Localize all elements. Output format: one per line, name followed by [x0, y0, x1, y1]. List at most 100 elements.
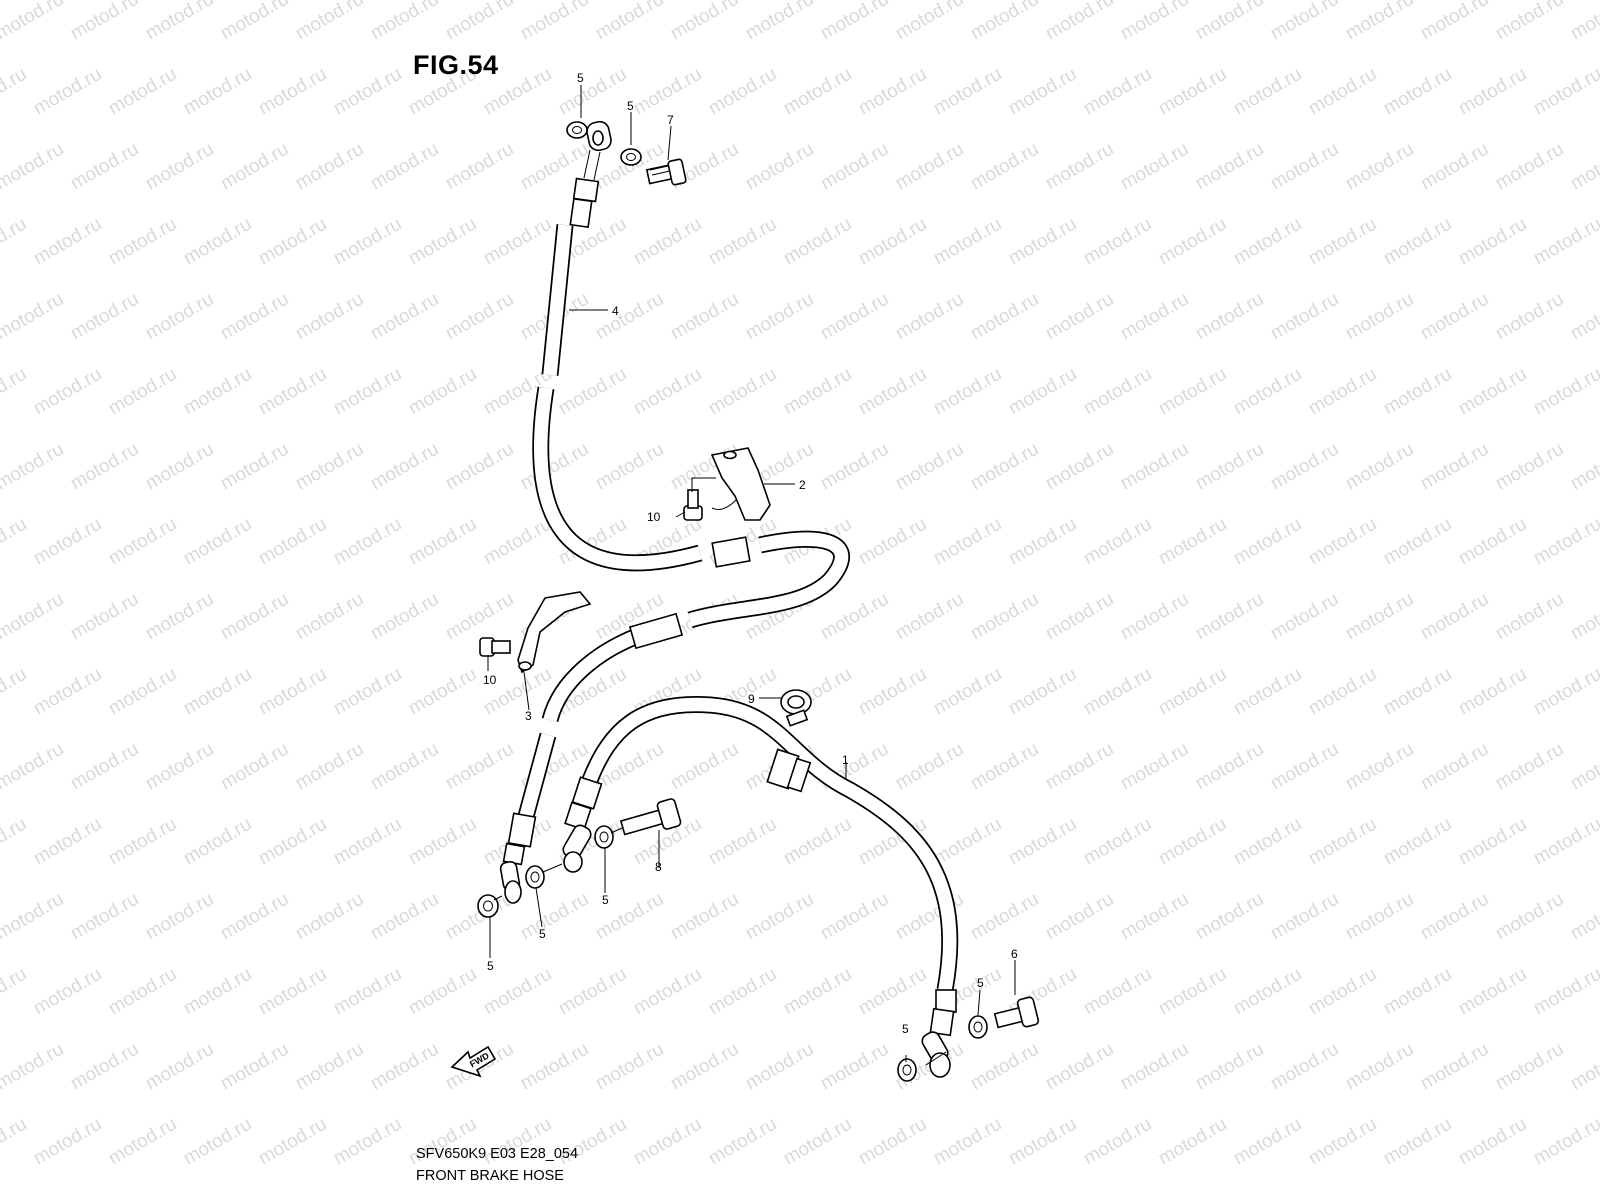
watermark-text: motod.ru — [1305, 514, 1380, 570]
watermark-text: motod.ru — [1567, 739, 1600, 795]
watermark-text: motod.ru — [1380, 814, 1455, 870]
callout-hose-upper: 4 — [612, 304, 619, 318]
watermark-text: motod.ru — [105, 814, 180, 870]
watermark-text: motod.ru — [1305, 214, 1380, 270]
watermark-text: motod.ru — [255, 964, 330, 1020]
watermark-text: motod.ru — [1042, 1039, 1117, 1095]
watermark-text: motod.ru — [930, 214, 1005, 270]
watermark-text: motod.ru — [1305, 814, 1380, 870]
watermark-text: motod.ru — [1380, 364, 1455, 420]
watermark-text: motod.ru — [930, 664, 1005, 720]
watermark-text: motod.ru — [1455, 1114, 1530, 1170]
watermark-text: motod.ru — [30, 964, 105, 1020]
watermark-text: motod.ru — [817, 289, 892, 345]
watermark-text: motod.ru — [292, 589, 367, 645]
watermark-text: motod.ru — [1192, 139, 1267, 195]
watermark-text: motod.ru — [892, 289, 967, 345]
watermark-text: motod.ru — [292, 289, 367, 345]
watermark-text: motod.ru — [442, 739, 517, 795]
watermark-text: motod.ru — [1230, 214, 1305, 270]
watermark-text: motod.ru — [1117, 739, 1192, 795]
watermark-text: motod.ru — [1492, 289, 1567, 345]
watermark-text: motod.ru — [1080, 1114, 1155, 1170]
watermark-text: motod.ru — [855, 214, 930, 270]
watermark-text: motod.ru — [1417, 1039, 1492, 1095]
watermark-text: motod.ru — [630, 364, 705, 420]
watermark-text: motod.ru — [217, 0, 292, 44]
watermark-text: motod.ru — [1305, 964, 1380, 1020]
watermark-text: motod.ru — [1380, 514, 1455, 570]
watermark-text: motod.ru — [1455, 64, 1530, 120]
watermark-text: motod.ru — [1417, 289, 1492, 345]
watermark-text: motod.ru — [255, 364, 330, 420]
watermark-text: motod.ru — [855, 514, 930, 570]
watermark-text: motod.ru — [330, 64, 405, 120]
watermark-text: motod.ru — [930, 364, 1005, 420]
watermark-text: motod.ru — [1192, 439, 1267, 495]
watermark-text: motod.ru — [967, 589, 1042, 645]
watermark-text: motod.ru — [1230, 814, 1305, 870]
watermark-text: motod.ru — [180, 814, 255, 870]
callout-bolt-bracket-right: 10 — [647, 510, 661, 524]
watermark-text: motod.ru — [817, 889, 892, 945]
watermark-text: motod.ru — [555, 964, 630, 1020]
watermark-text: motod.ru — [405, 364, 480, 420]
watermark-text: motod.ru — [630, 64, 705, 120]
watermark-text: motod.ru — [592, 439, 667, 495]
watermark-text: motod.ru — [0, 739, 67, 795]
watermark-text: motod.ru — [1230, 514, 1305, 570]
watermark-text: motod.ru — [142, 439, 217, 495]
watermark-text: motod.ru — [405, 964, 480, 1020]
watermark-text: motod.ru — [30, 364, 105, 420]
watermark-text: motod.ru — [1117, 289, 1192, 345]
watermark-text: motod.ru — [667, 1039, 742, 1095]
watermark-text: motod.ru — [667, 0, 742, 44]
watermark-text: motod.ru — [967, 739, 1042, 795]
watermark-text: motod.ru — [0, 814, 30, 870]
watermark-text: motod.ru — [30, 814, 105, 870]
callout-bracket-left: 3 — [525, 709, 532, 723]
watermark-text: motod.ru — [367, 589, 442, 645]
watermark-text: motod.ru — [30, 214, 105, 270]
watermark-text: motod.ru — [555, 364, 630, 420]
watermark-text: motod.ru — [1117, 889, 1192, 945]
watermark-text: motod.ru — [1005, 814, 1080, 870]
watermark-text: motod.ru — [217, 739, 292, 795]
watermark-text: motod.ru — [855, 964, 930, 1020]
brake-hose-lower — [562, 695, 959, 1078]
callout-washer-f: 5 — [977, 976, 984, 990]
watermark-text: motod.ru — [180, 64, 255, 120]
bolt-top — [645, 158, 687, 186]
watermark-text: motod.ru — [1267, 289, 1342, 345]
watermark-text: motod.ru — [1080, 664, 1155, 720]
watermark-text: motod.ru — [1230, 1114, 1305, 1170]
watermark-text: motod.ru — [67, 439, 142, 495]
watermark-text: motod.ru — [1342, 1039, 1417, 1095]
watermark-text: motod.ru — [817, 139, 892, 195]
watermark-text: motod.ru — [442, 289, 517, 345]
watermark-text: motod.ru — [105, 214, 180, 270]
watermark-text: motod.ru — [0, 889, 67, 945]
watermark-text: motod.ru — [1155, 514, 1230, 570]
watermark-text: motod.ru — [855, 664, 930, 720]
watermark-text: motod.ru — [517, 439, 592, 495]
watermark-text: motod.ru — [0, 589, 67, 645]
watermark-text: motod.ru — [1117, 139, 1192, 195]
watermark-text: motod.ru — [705, 64, 780, 120]
watermark-text: motod.ru — [480, 514, 555, 570]
watermark-text: motod.ru — [1267, 439, 1342, 495]
watermark-text: motod.ru — [1305, 1114, 1380, 1170]
watermark-text: motod.ru — [780, 64, 855, 120]
watermark-text: motod.ru — [1042, 589, 1117, 645]
watermark-text: motod.ru — [30, 514, 105, 570]
watermark-text: motod.ru — [667, 889, 742, 945]
watermark-text: motod.ru — [255, 814, 330, 870]
watermark-text: motod.ru — [1267, 739, 1342, 795]
watermark-text: motod.ru — [330, 514, 405, 570]
watermark-text: motod.ru — [1155, 814, 1230, 870]
watermark-text: motod.ru — [180, 214, 255, 270]
watermark-text: motod.ru — [742, 139, 817, 195]
bolt-bracket-right — [683, 489, 703, 521]
watermark-text: motod.ru — [67, 739, 142, 795]
watermark-text: motod.ru — [780, 214, 855, 270]
